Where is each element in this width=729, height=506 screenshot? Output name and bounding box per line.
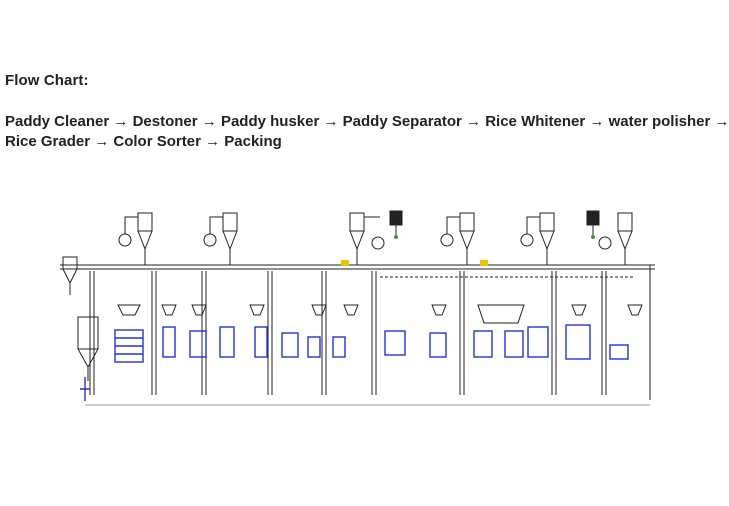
arrow: → xyxy=(205,133,221,150)
cyclone-2 xyxy=(203,212,238,265)
destoner-machine xyxy=(162,326,176,358)
step-destoner: Destoner xyxy=(132,113,198,130)
paddy-storage-silo xyxy=(77,316,99,381)
whitener-machine-2 xyxy=(307,336,321,358)
cyclone-6 xyxy=(586,210,633,265)
grader-machine-2 xyxy=(473,330,493,358)
whitener-machine-3 xyxy=(332,336,346,358)
separator-machine xyxy=(254,326,268,358)
valve-accents xyxy=(341,235,595,266)
step-rice-grader: Rice Grader xyxy=(5,133,91,150)
flow-line-2: Rice Grader → Color Sorter → Packing xyxy=(5,132,729,152)
flow-chart-heading: Flow Chart: xyxy=(5,72,89,89)
arrow: → xyxy=(323,113,339,130)
process-flow-text: Paddy Cleaner → Destoner → Paddy husker … xyxy=(5,112,729,152)
packing-machine xyxy=(609,344,629,360)
flow-line-1: Paddy Cleaner → Destoner → Paddy husker … xyxy=(5,112,729,132)
step-paddy-husker: Paddy husker xyxy=(220,113,320,130)
step-color-sorter: Color Sorter xyxy=(113,133,201,150)
pre-cleaner-cyclone xyxy=(62,256,78,295)
arrow: → xyxy=(589,113,605,130)
arrow: → xyxy=(714,113,729,130)
step-paddy-separator: Paddy Separator xyxy=(342,113,462,130)
processing-machines xyxy=(80,324,629,401)
arrow: → xyxy=(201,113,217,130)
whitener-machine-1 xyxy=(281,332,299,358)
step-water-polisher: water polisher xyxy=(608,113,711,130)
color-sorter-machine-1 xyxy=(527,326,549,358)
rice-mill-plant-layout-diagram xyxy=(60,210,655,406)
step-paddy-cleaner: Paddy Cleaner xyxy=(5,113,110,130)
husker-machine-1 xyxy=(189,330,207,358)
step-rice-whitener: Rice Whitener xyxy=(485,113,586,130)
cyclone-4 xyxy=(440,212,475,265)
cyclone-1 xyxy=(118,212,153,265)
husker-machine-2 xyxy=(219,326,235,358)
feed-hoppers xyxy=(117,304,643,324)
grader-machine-3 xyxy=(504,330,524,358)
step-packing: Packing xyxy=(224,133,282,150)
arrow: → xyxy=(94,133,110,150)
arrow: → xyxy=(113,113,129,130)
arrow: → xyxy=(466,113,482,130)
polisher-machine xyxy=(384,330,406,356)
color-sorter-machine-2 xyxy=(565,324,591,360)
cyclone-3 xyxy=(349,210,403,265)
cyclone-5 xyxy=(520,212,555,265)
grader-machine-1 xyxy=(429,332,447,358)
